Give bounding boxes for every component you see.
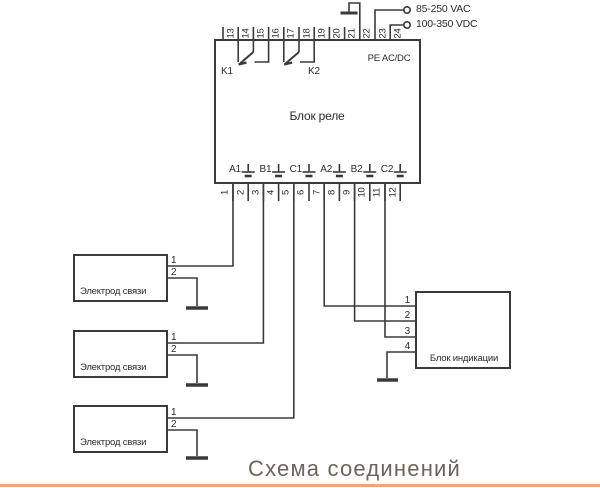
- bottom-terminal-number-8: 8: [326, 190, 338, 195]
- bottom-terminal-number-4: 4: [265, 190, 277, 195]
- wire-terminal1-electrode1: [167, 183, 234, 267]
- bottom-terminal-number-1: 1: [219, 190, 231, 195]
- electrode2-label: Электрод связи: [80, 362, 147, 373]
- k2-label: K2: [308, 66, 320, 77]
- electrode2-pin2-number: 2: [171, 344, 177, 355]
- bottom-terminal-number-12: 12: [387, 187, 399, 198]
- pe-earth-wire: [340, 2, 361, 27]
- top-terminal-number-15: 15: [255, 28, 267, 39]
- output-label-a2: A2: [320, 164, 333, 175]
- top-terminal-number-14: 14: [240, 28, 252, 39]
- vac-supply-wire: [374, 6, 411, 27]
- k2-contact-symbol: [282, 40, 316, 66]
- indication-ground-wire: [377, 351, 416, 382]
- top-terminal-number-18: 18: [301, 28, 313, 39]
- pe-acdc-label: PE AC/DC: [367, 53, 411, 64]
- k1-label: K1: [221, 66, 233, 77]
- electrode2-ground-wire: [167, 354, 208, 387]
- indication-block-label: Блок индикации: [429, 353, 499, 364]
- top-terminal-number-23: 23: [377, 28, 389, 39]
- top-terminal-pins: [222, 27, 392, 40]
- output-label-b2: B2: [350, 164, 363, 175]
- bottom-terminal-number-7: 7: [311, 190, 323, 195]
- wire-terminal11-indication3: [384, 183, 416, 338]
- top-terminal-number-17: 17: [285, 28, 297, 39]
- page-title: Схема соединений: [248, 456, 462, 481]
- electrode3-pin2-number: 2: [171, 419, 177, 430]
- electrode3-label: Электрод связи: [80, 437, 147, 448]
- top-terminal-number-16: 16: [270, 28, 282, 39]
- electrode1-ground-wire: [167, 277, 208, 310]
- relay-block-outline: [214, 39, 421, 184]
- indication-pin2-number: 2: [404, 310, 411, 321]
- electrode2-box: [73, 330, 168, 378]
- top-terminal-number-20: 20: [331, 28, 343, 39]
- vdc-supply-wire: [389, 20, 411, 29]
- output-label-c1: C1: [289, 164, 303, 175]
- electrode1-label: Электрод связи: [80, 286, 147, 297]
- electrode2-pin1-number: 1: [171, 332, 177, 343]
- bottom-terminal-number-10: 10: [356, 187, 368, 198]
- electrode1-pin1-number: 1: [171, 255, 177, 266]
- k1-contact-symbol: [237, 40, 270, 66]
- indication-pin1-number: 1: [404, 295, 411, 306]
- electrode3-ground-wire: [167, 429, 208, 460]
- relay-block-label: Блок реле: [289, 109, 345, 123]
- output-label-a1: A1: [229, 164, 241, 175]
- vdc-label: 100-350 VDC: [416, 18, 478, 30]
- bottom-terminal-number-2: 2: [235, 190, 247, 195]
- wire-terminal3-electrode2: [167, 183, 265, 344]
- bottom-terminal-number-3: 3: [250, 190, 262, 195]
- indication-pin4-number: 4: [404, 341, 411, 352]
- electrode1-pin2-number: 2: [171, 267, 177, 278]
- bottom-terminal-number-5: 5: [280, 190, 292, 195]
- bottom-terminal-number-11: 11: [371, 187, 383, 198]
- electrode3-pin1-number: 1: [171, 407, 177, 418]
- indication-box: [415, 291, 511, 369]
- indication-pin3-number: 3: [404, 326, 411, 337]
- wire-terminal5-electrode3: [167, 183, 295, 419]
- vac-label: 85-250 VAC: [416, 3, 471, 15]
- internal-earth-symbols: [241, 164, 407, 178]
- output-label-c2: C2: [380, 164, 394, 175]
- top-terminal-number-22: 22: [361, 28, 373, 39]
- top-terminal-number-19: 19: [316, 28, 328, 39]
- top-terminal-number-21: 21: [346, 28, 358, 39]
- electrode3-box: [73, 405, 168, 453]
- bottom-terminal-number-6: 6: [295, 190, 307, 195]
- bottom-terminal-number-9: 9: [341, 190, 353, 195]
- top-terminal-number-24: 24: [392, 28, 404, 39]
- bottom-accent-rule: [0, 484, 600, 487]
- output-label-b1: B1: [259, 164, 272, 175]
- top-terminal-number-13: 13: [225, 28, 237, 39]
- wire-terminal7-indication1: [323, 183, 416, 307]
- wire-terminal9-indication2: [353, 183, 416, 322]
